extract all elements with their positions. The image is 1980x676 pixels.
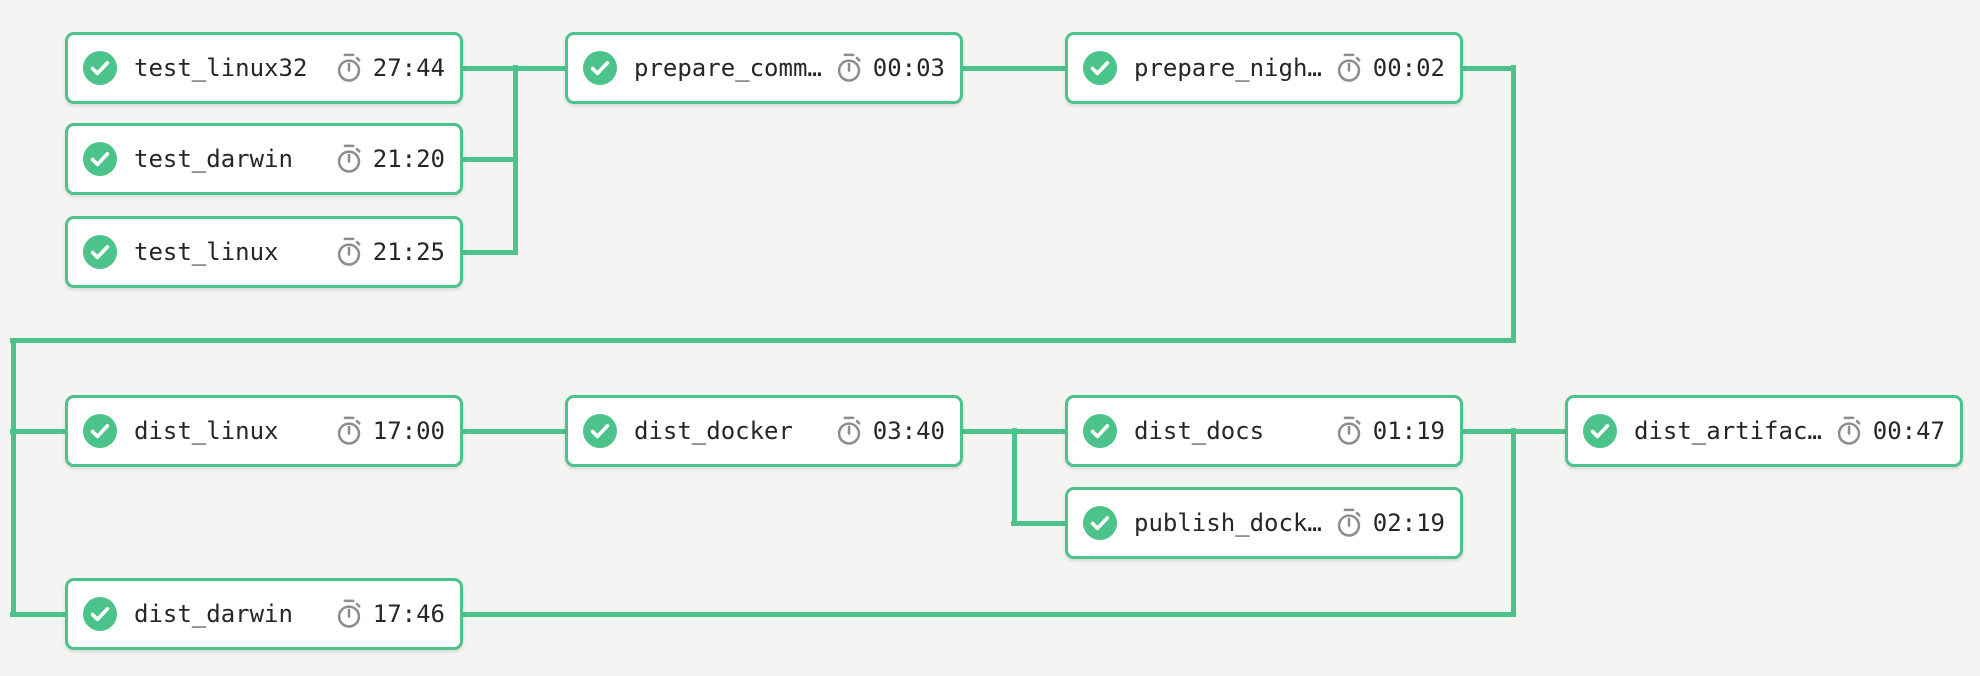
passed-check-icon <box>83 597 117 631</box>
passed-check-icon <box>83 142 117 176</box>
passed-check-icon <box>583 51 617 85</box>
connector-line <box>463 249 518 255</box>
job-duration: 17:00 <box>372 417 445 445</box>
pipeline-node-test_darwin[interactable]: test_darwin 21:20 <box>65 123 463 195</box>
pipeline-node-prepare_nigh[interactable]: prepare_nigh… 00:02 <box>1065 32 1463 104</box>
stopwatch-icon <box>335 599 363 629</box>
stopwatch-icon <box>335 237 363 267</box>
job-name: dist_artifac… <box>1634 417 1822 445</box>
connector-line <box>1510 428 1516 617</box>
job-duration: 03:40 <box>872 417 945 445</box>
pipeline-node-test_linux[interactable]: test_linux 21:25 <box>65 216 463 288</box>
connector-line <box>463 428 567 434</box>
node-duration-group: 00:47 <box>1835 416 1945 446</box>
node-duration-group: 27:44 <box>335 53 445 83</box>
connector-line <box>1463 65 1516 71</box>
job-name: prepare_nigh… <box>1134 54 1322 82</box>
passed-check-icon <box>1083 506 1117 540</box>
node-left-group: dist_linux <box>83 414 279 448</box>
job-duration: 17:46 <box>372 600 445 628</box>
stopwatch-icon <box>1835 416 1863 446</box>
pipeline-node-dist_darwin[interactable]: dist_darwin 17:46 <box>65 578 463 650</box>
node-duration-group: 21:25 <box>335 237 445 267</box>
node-left-group: test_darwin <box>83 142 293 176</box>
job-duration: 00:03 <box>872 54 945 82</box>
node-left-group: prepare_nigh… <box>1083 51 1322 85</box>
job-duration: 00:47 <box>1872 417 1945 445</box>
stopwatch-icon <box>335 144 363 174</box>
node-duration-group: 03:40 <box>835 416 945 446</box>
node-duration-group: 01:19 <box>1335 416 1445 446</box>
pipeline-node-dist_artifac[interactable]: dist_artifac… 00:47 <box>1565 395 1963 467</box>
job-name: publish_dock… <box>1134 509 1322 537</box>
job-name: prepare_comm… <box>634 54 822 82</box>
node-left-group: prepare_comm… <box>583 51 822 85</box>
job-name: test_linux <box>134 238 279 266</box>
connector-line <box>1011 520 1067 526</box>
node-duration-group: 00:02 <box>1335 53 1445 83</box>
pipeline-node-prepare_comm[interactable]: prepare_comm… 00:03 <box>565 32 963 104</box>
passed-check-icon <box>1583 414 1617 448</box>
passed-check-icon <box>583 414 617 448</box>
node-left-group: test_linux32 <box>83 51 307 85</box>
job-name: dist_darwin <box>134 600 293 628</box>
job-duration: 21:20 <box>372 145 445 173</box>
node-duration-group: 17:46 <box>335 599 445 629</box>
job-duration: 21:25 <box>372 238 445 266</box>
connector-line <box>10 337 1516 343</box>
connector-line <box>10 428 67 434</box>
pipeline-node-publish_dock[interactable]: publish_dock… 02:19 <box>1065 487 1463 559</box>
job-duration: 02:19 <box>1372 509 1445 537</box>
passed-check-icon <box>83 235 117 269</box>
node-duration-group: 17:00 <box>335 416 445 446</box>
job-duration: 27:44 <box>372 54 445 82</box>
connector-line <box>10 611 67 617</box>
node-duration-group: 02:19 <box>1335 508 1445 538</box>
pipeline-node-test_linux32[interactable]: test_linux32 27:44 <box>65 32 463 104</box>
stopwatch-icon <box>1335 508 1363 538</box>
connector-line <box>1510 65 1516 343</box>
node-duration-group: 00:03 <box>835 53 945 83</box>
pipeline-node-dist_docker[interactable]: dist_docker 03:40 <box>565 395 963 467</box>
node-left-group: dist_docs <box>1083 414 1264 448</box>
node-duration-group: 21:20 <box>335 144 445 174</box>
connector-line <box>463 611 1516 617</box>
stopwatch-icon <box>835 53 863 83</box>
passed-check-icon <box>1083 414 1117 448</box>
pipeline-node-dist_linux[interactable]: dist_linux 17:00 <box>65 395 463 467</box>
passed-check-icon <box>83 51 117 85</box>
connector-line <box>1011 428 1017 526</box>
job-duration: 00:02 <box>1372 54 1445 82</box>
job-name: test_linux32 <box>134 54 308 82</box>
pipeline-node-dist_docs[interactable]: dist_docs 01:19 <box>1065 395 1463 467</box>
connector-line <box>10 338 16 617</box>
job-name: dist_linux <box>134 417 279 445</box>
node-left-group: test_linux <box>83 235 279 269</box>
connector-line <box>463 156 518 162</box>
connector-line <box>512 65 518 255</box>
job-name: test_darwin <box>134 145 293 173</box>
stopwatch-icon <box>1335 53 1363 83</box>
stopwatch-icon <box>1335 416 1363 446</box>
connector-line <box>963 65 1067 71</box>
job-name: dist_docs <box>1134 417 1265 445</box>
passed-check-icon <box>1083 51 1117 85</box>
job-name: dist_docker <box>634 417 793 445</box>
stopwatch-icon <box>335 416 363 446</box>
stopwatch-icon <box>335 53 363 83</box>
node-left-group: publish_dock… <box>1083 506 1322 540</box>
job-duration: 01:19 <box>1372 417 1445 445</box>
passed-check-icon <box>83 414 117 448</box>
node-left-group: dist_docker <box>583 414 793 448</box>
node-left-group: dist_artifac… <box>1583 414 1822 448</box>
stopwatch-icon <box>835 416 863 446</box>
node-left-group: dist_darwin <box>83 597 293 631</box>
